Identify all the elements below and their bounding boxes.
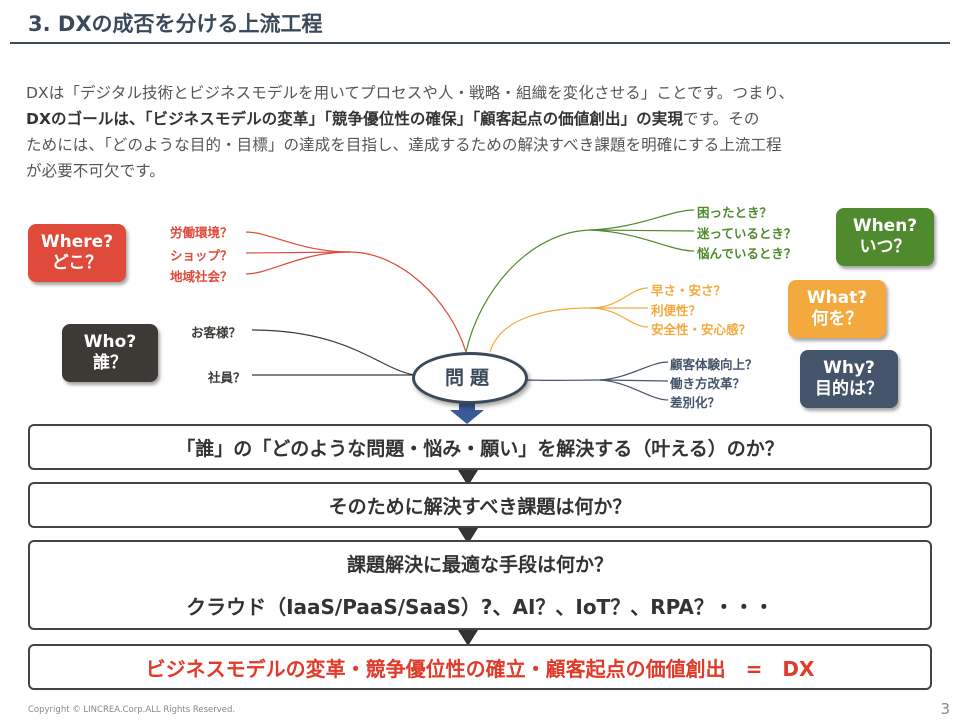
who-item-2: 社員？	[208, 370, 246, 385]
what-item-1: 早さ・安さ？	[651, 283, 727, 298]
intro-line-1: DXは「デジタル技術とビジネスモデルを用いてプロセスや人・戦略・組織を変化させる…	[26, 84, 795, 102]
where-item-2: ショップ？	[170, 248, 233, 263]
down-arrow-head	[450, 410, 484, 424]
who-bubble: Who? 誰？	[62, 324, 158, 382]
who-branch-lines	[251, 329, 416, 376]
flow-step-2-text: そのために解決すべき課題は何か？	[328, 495, 632, 518]
title-divider	[10, 42, 950, 44]
flow-step-4-text: ビジネスモデルの変革・競争優位性の確立・顧客起点の価値創出 = DX	[145, 656, 815, 681]
flow-arrow-3	[458, 630, 478, 646]
who-bubble-line1: Who?	[83, 332, 137, 352]
flow-step-1: 「誰」の「どのような問題・悩み・願い」を解決する（叶える）のか？	[28, 424, 932, 470]
where-bubble: Where? どこ？	[28, 224, 126, 282]
why-bubble: Why? 目的は？	[800, 350, 898, 408]
when-item-2: 迷っているとき？	[697, 226, 797, 241]
what-item-2: 利便性？	[651, 303, 702, 318]
who-bubble-line2: 誰？	[93, 353, 127, 373]
when-bubble: When? いつ？	[836, 208, 934, 266]
flow-step-3-line2: クラウド（IaaS/PaaS/SaaS）?、AI？、IoT？、RPA？・・・	[186, 595, 774, 619]
where-item-3: 地域社会？	[170, 269, 233, 284]
intro-paragraph: DXは「デジタル技術とビジネスモデルを用いてプロセスや人・戦略・組織を変化させる…	[26, 80, 946, 184]
when-branch-lines	[465, 209, 695, 353]
why-bubble-line2: 目的は？	[815, 379, 883, 399]
flow-step-3: 課題解決に最適な手段は何か？ クラウド（IaaS/PaaS/SaaS）?、AI？…	[28, 540, 932, 630]
when-bubble-line2: いつ？	[859, 237, 911, 257]
intro-line-3: ためには、「どのような目的・目標」の達成を目指し、達成するための解決すべき課題を…	[26, 136, 782, 154]
where-bubble-line1: Where?	[40, 232, 114, 252]
what-branch-lines	[489, 287, 649, 353]
copyright: Copyright © LINCREA.Corp.ALL Rights Rese…	[28, 705, 236, 715]
flow-step-2: そのために解決すべき課題は何か？	[28, 482, 932, 528]
where-bubble-line2: どこ？	[51, 253, 103, 273]
why-item-2: 働き方改革？	[670, 376, 746, 391]
intro-line-2-rest: です。その	[682, 110, 760, 128]
where-branch-lines	[245, 231, 467, 353]
when-bubble-line1: When?	[852, 216, 918, 236]
flow-step-4: ビジネスモデルの変革・競争優位性の確立・顧客起点の価値創出 = DX	[28, 644, 932, 690]
flow-step-1-text: 「誰」の「どのような問題・悩み・願い」を解決する（叶える）のか？	[176, 437, 784, 460]
flow-step-3-line1: 課題解決に最適な手段は何か？	[346, 554, 613, 576]
when-item-1: 困ったとき？	[697, 205, 773, 220]
why-branch-lines	[521, 361, 669, 401]
why-bubble-line1: Why?	[823, 358, 875, 378]
problem-node: 問題	[412, 352, 528, 404]
when-item-3: 悩んでいるとき？	[697, 246, 797, 261]
down-arrow-stem	[459, 400, 475, 410]
intro-line-2-bold: DXのゴールは、「ビジネスモデルの変革」「競争優位性の確保」「顧客起点の価値創出…	[26, 110, 683, 128]
where-item-1: 労働環境？	[170, 225, 233, 240]
why-item-3: 差別化？	[670, 395, 721, 410]
who-item-1: お客様？	[191, 325, 242, 340]
what-item-3: 安全性・安心感？	[651, 322, 752, 337]
page-number: 3	[940, 700, 950, 718]
why-item-1: 顧客体験向上？	[670, 357, 758, 372]
what-bubble: What? 何を？	[788, 280, 886, 338]
page-title: 3. DXの成否を分ける上流工程	[28, 12, 323, 36]
what-bubble-line1: What?	[806, 288, 868, 308]
intro-line-4: が必要不可欠です。	[26, 162, 165, 180]
what-bubble-line2: 何を？	[811, 309, 863, 329]
